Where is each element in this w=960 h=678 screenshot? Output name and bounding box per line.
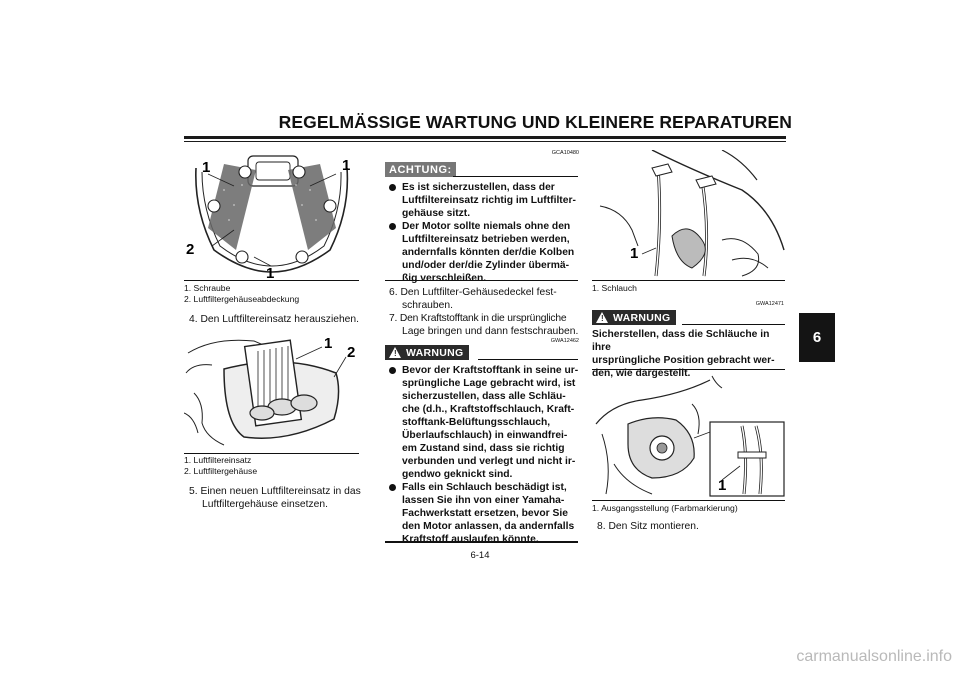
achtung-list: Es ist sicherzustellen, dass der Luftfil… <box>385 181 580 285</box>
achtung-code: GCA10480 <box>551 150 579 156</box>
achtung-rule-top <box>453 176 578 177</box>
achtung-item-2-line-1: Der Motor sollte niemals ohne den <box>402 221 571 232</box>
step-6-line-2: schrauben. <box>402 300 453 311</box>
air-filter-element-figure: 1 2 <box>184 335 355 446</box>
warning1-label: WARNUNG <box>406 346 464 359</box>
warning1-list: Bevor der Kraftstofftank in seine ur- sp… <box>385 364 580 546</box>
figure1-label-2: 2 <box>186 241 194 258</box>
achtung-item-1-line-2: Luftfiltereinsatz richtig im Luftfilter- <box>402 195 576 206</box>
figure4-label-1: 1 <box>718 477 726 494</box>
page-number: 6-14 <box>470 550 490 561</box>
achtung-item-1-line-1: Es ist sicherzustellen, dass der <box>402 182 555 193</box>
warning1-icon: ! <box>389 347 401 358</box>
achtung-item-1: Es ist sicherzustellen, dass der Luftfil… <box>385 181 580 220</box>
header-rule-thin <box>184 141 786 142</box>
caption1-divider <box>184 280 359 281</box>
warning1-item-1-line-7: em Zustand sind, dass sie richtig <box>402 443 565 454</box>
warning1-code: GWA12462 <box>550 338 579 344</box>
figure1-label-1a: 1 <box>202 159 210 176</box>
warning1-item-1-line-3: sicherzustellen, dass alle Schläu- <box>402 391 566 402</box>
figure1-label-1b: 1 <box>342 157 350 174</box>
caption2-item-2: 2. Luftfiltergehäuse <box>184 466 258 476</box>
caption2-item-1: 1. Luftfiltereinsatz <box>184 455 252 465</box>
warning2-label: WARNUNG <box>613 311 671 324</box>
warning1-item-1-line-2: sprüngliche Lage gebracht wird, ist <box>402 378 576 389</box>
warning2-text: Sicherstellen, dass die Schläuche in ihr… <box>592 328 787 380</box>
warning2-badge: ! WARNUNG <box>592 310 676 325</box>
step-5-line-2: Luftfiltergehäuse einsetzen. <box>202 499 328 510</box>
step-7-line-1: 7. Den Kraftstofftank in die ursprünglic… <box>389 313 567 324</box>
warning1-item-2-line-5: Kraftstoff auslaufen könnte. <box>402 534 539 545</box>
warning1-item-1-line-9: gendwo geknickt sind. <box>402 469 513 480</box>
achtung-item-2: Der Motor sollte niemals ohne den Luftfi… <box>385 220 580 285</box>
warning1-item-1-line-4: che (d.h., Kraftstoffschlauch, Kraft- <box>402 404 575 415</box>
caption1-item-2: 2. Luftfiltergehäuseabdeckung <box>184 294 300 304</box>
warning1-rule-top <box>478 359 578 360</box>
figure2-label-1: 1 <box>324 335 332 352</box>
warning2-line-2: ursprüngliche Position gebracht wer- <box>592 355 775 366</box>
warning1-item-2-line-4: den Motor anlassen, da andernfalls <box>402 521 575 532</box>
step-6-line-1: 6. Den Luftfilter-Gehäusedeckel fest- <box>389 287 557 298</box>
hose-position-figure: 1 <box>595 375 785 497</box>
warning1-item-1-line-5: stofftank-Belüftungsschlauch, <box>402 417 551 428</box>
section-tab: 6 <box>799 313 835 362</box>
caption2-divider <box>184 453 359 454</box>
achtung-badge: ACHTUNG: <box>385 162 456 177</box>
achtung-rule-bottom <box>385 280 578 281</box>
warning1-item-1-line-8: verbunden und verlegt und nicht ir- <box>402 456 576 467</box>
caption4-item-1: 1. Ausgangsstellung (Farbmarkierung) <box>592 503 738 513</box>
figure2-label-2: 2 <box>347 344 355 361</box>
warning1-item-2-line-3: Fachwerkstatt ersetzen, bevor Sie <box>402 508 568 519</box>
achtung-item-2-line-2: Luftfiltereinsatz betrieben werden, <box>402 234 570 245</box>
figure1-label-1c: 1 <box>266 265 274 278</box>
caption3-divider <box>592 280 785 281</box>
achtung-item-2-line-4: und/oder der/die Zylinder übermä- <box>402 260 570 271</box>
caption4-divider <box>592 500 785 501</box>
achtung-item-2-line-5: ßig verschleißen. <box>402 273 487 284</box>
page-title: REGELMÄSSIGE WARTUNG UND KLEINERE REPARA… <box>278 112 792 132</box>
warning2-rule-bottom <box>592 369 785 370</box>
caption1-item-1: 1. Schraube <box>184 283 231 293</box>
achtung-item-2-line-3: andernfalls könnten der/die Kolben <box>402 247 575 258</box>
achtung-header: ACHTUNG: <box>385 162 456 177</box>
warning2-line-3: den, wie dargestellt. <box>592 368 691 379</box>
warning1-item-2-line-2: lassen Sie ihn von einer Yamaha- <box>402 495 565 506</box>
warning1-item-1-line-6: Überlaufschlauch) in einwandfrei- <box>402 430 568 441</box>
step-7-line-2: Lage bringen und dann festschrauben. <box>402 326 579 337</box>
caption3-item-1: 1. Schlauch <box>592 283 637 293</box>
warning2-code: GWA12471 <box>755 301 784 307</box>
warning2-line-1: Sicherstellen, dass die Schläuche in ihr… <box>592 329 770 353</box>
achtung-item-1-line-3: gehäuse sitzt. <box>402 208 471 219</box>
warning1-item-1: Bevor der Kraftstofftank in seine ur- sp… <box>385 364 580 481</box>
figure3-label-1: 1 <box>630 245 638 262</box>
warning1-item-1-line-1: Bevor der Kraftstofftank in seine ur- <box>402 365 579 376</box>
step-5-line-1: 5. Einen neuen Luftfiltereinsatz in das <box>189 486 361 497</box>
watermark: carmanualsonline.info <box>796 648 952 665</box>
warning2-icon: ! <box>596 312 608 323</box>
warning1-badge: ! WARNUNG <box>385 345 469 360</box>
hose-figure: 1 <box>599 150 785 277</box>
warning2-rule-top <box>682 324 785 325</box>
warning1-item-2: Falls ein Schlauch beschädigt ist, lasse… <box>385 481 580 546</box>
step-4: 4. Den Luftfiltereinsatz herausziehen. <box>189 314 359 325</box>
air-filter-cover-figure: 1 1 2 1 <box>186 155 350 278</box>
warning1-item-2-line-1: Falls ein Schlauch beschädigt ist, <box>402 482 567 493</box>
warning1-rule-bottom <box>385 541 578 543</box>
step-8: 8. Den Sitz montieren. <box>597 521 699 532</box>
header-rule-thick <box>184 136 786 139</box>
